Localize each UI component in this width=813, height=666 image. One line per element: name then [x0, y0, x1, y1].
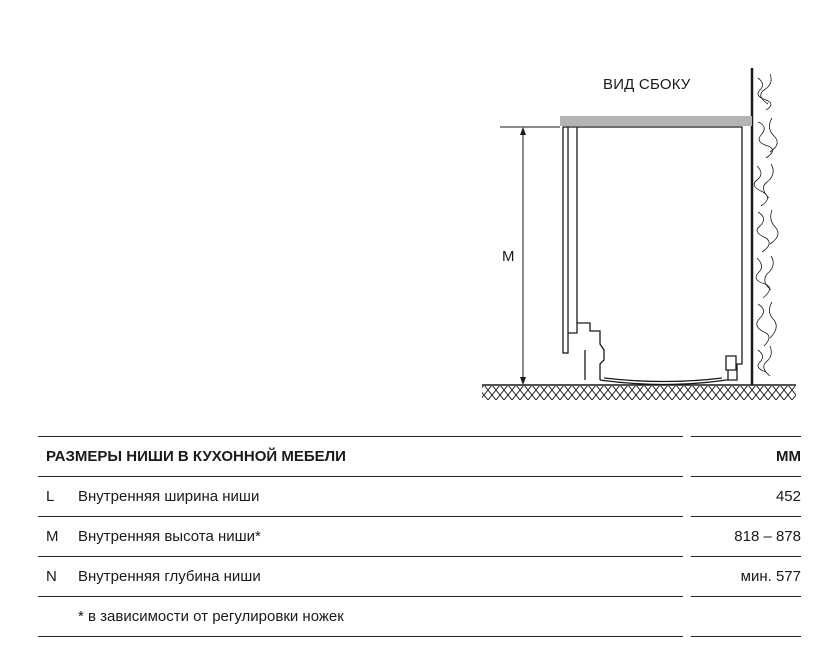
row-letter: L [38, 477, 78, 517]
row-letter: N [38, 557, 78, 597]
row-name: Внутренняя высота ниши* [78, 517, 683, 557]
table-footnote: * в зависимости от регулировки ножек [78, 597, 683, 637]
row-value: 818 – 878 [691, 517, 801, 557]
dimension-line-m [500, 126, 560, 385]
niche-dimensions-table: РАЗМЕРЫ НИШИ В КУХОННОЙ МЕБЕЛИ ММ L Внут… [38, 436, 801, 637]
row-name: Внутренняя глубина ниши [78, 557, 683, 597]
row-value: 452 [691, 477, 801, 517]
row-value: мин. 577 [691, 557, 801, 597]
table-row: N Внутренняя глубина ниши мин. 577 [38, 557, 801, 597]
table-unit: ММ [691, 436, 801, 477]
row-name: Внутренняя ширина ниши [78, 477, 683, 517]
countertop [560, 116, 752, 126]
dishwasher-outline [562, 126, 743, 386]
wall-texture [753, 73, 779, 377]
dimension-label-m: M [502, 248, 515, 265]
table-footnote-row: * в зависимости от регулировки ножек [38, 597, 801, 637]
table-title: РАЗМЕРЫ НИШИ В КУХОННОЙ МЕБЕЛИ [38, 436, 683, 477]
table-row: M Внутренняя высота ниши* 818 – 878 [38, 517, 801, 557]
table-header-row: РАЗМЕРЫ НИШИ В КУХОННОЙ МЕБЕЛИ ММ [38, 436, 801, 477]
floor [482, 384, 796, 400]
view-label: ВИД СБОКУ [603, 76, 691, 93]
row-letter: M [38, 517, 78, 557]
wall [750, 68, 779, 385]
table-row: L Внутренняя ширина ниши 452 [38, 477, 801, 517]
side-view-diagram [482, 68, 796, 400]
